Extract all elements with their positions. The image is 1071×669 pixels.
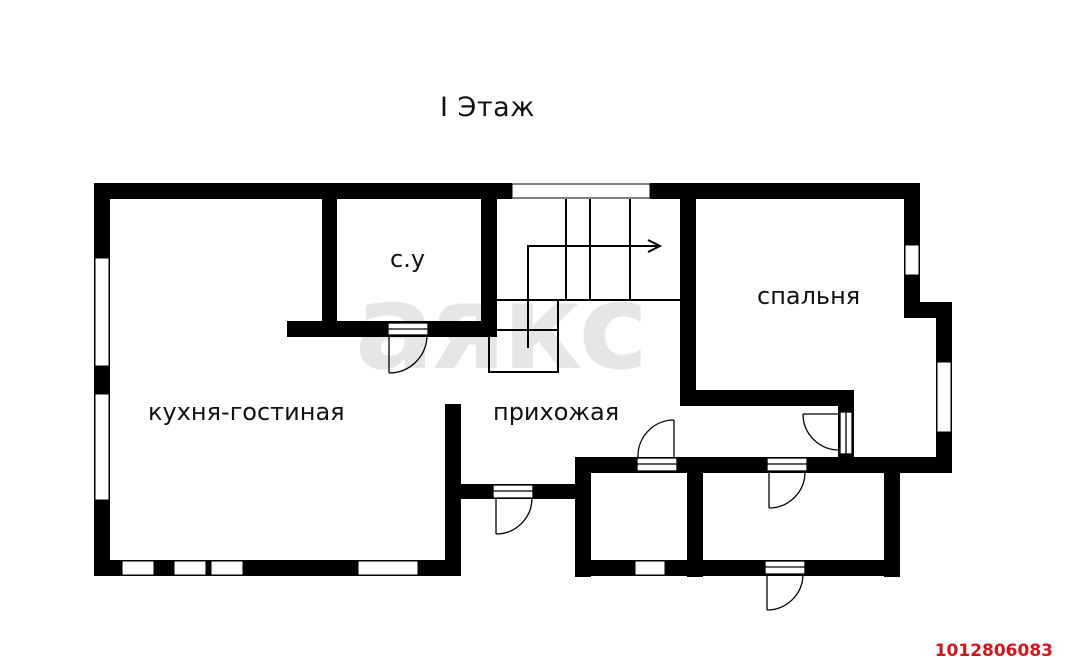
floor-title: I Этаж [440,92,535,123]
room-label-hallway: прихожая [493,398,620,426]
listing-id: 1012806083 [934,641,1053,661]
room-label-bedroom: спальня [757,282,861,310]
room-label-kitchen-living: кухня-гостиная [148,398,345,426]
room-label-bathroom: с.у [390,245,426,273]
